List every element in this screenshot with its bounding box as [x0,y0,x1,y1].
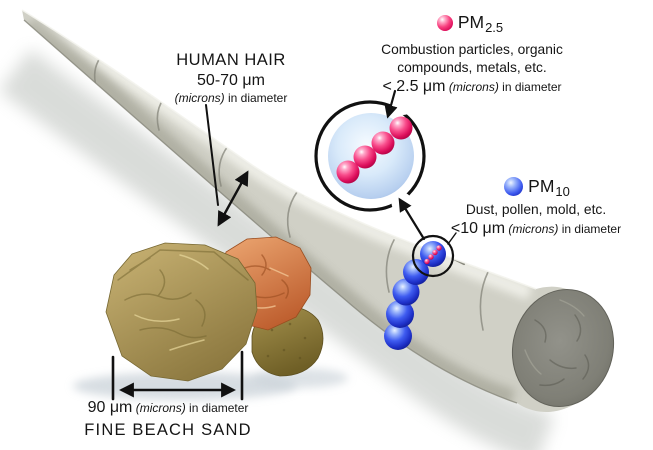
human-hair-microns: (microns) [174,90,225,105]
pm10-sphere [403,259,429,285]
pm10-diameter: in diameter [558,221,622,236]
pm25-cluster [336,116,413,184]
hair-measure-arrow [217,170,249,227]
sand-diameter: in diameter [185,401,249,415]
pm10-size-note: <10 μm (microns) in diameter [425,219,647,239]
pm10-sphere-chain [384,234,455,350]
annotations [111,89,457,401]
pm10-subscript: 10 [555,184,570,199]
pm25-on-pm10-cluster [424,245,442,265]
pm25-particle [353,145,377,169]
pm25-size: < 2.5 μm [382,77,446,95]
human-hair-diameter: in diameter [224,90,288,105]
sand-microns: (microns) [135,401,186,415]
pm25-subscript: 2.5 [485,20,504,35]
pm25-dot-icon [436,15,453,31]
sand-title: FINE BEACH SAND [84,421,252,439]
small-circle-ring [411,234,455,278]
human-hair-title: HUMAN HAIR [176,51,286,69]
pm25-name: PM [457,12,485,32]
pm10-microns: (microns) [508,221,559,236]
pm25-particle [389,116,413,140]
pm25-particle [336,160,360,184]
pm25-particle [371,131,395,155]
pm25-description: Combustion particles, organic compounds,… [362,41,582,97]
pm25-legend: PM2.5 [385,12,555,35]
pm25-desc-line2: compounds, metals, etc. [397,59,547,75]
pm25-size-note: < 2.5 μm (microns) in diameter [362,77,582,97]
pm10-description: Dust, pollen, mold, etc. <10 μm (microns… [425,201,647,239]
magnifier-circle [314,91,426,214]
pm25-desc-line1: Combustion particles, organic [381,42,563,57]
human-hair-size: 50-70 μm [197,71,265,89]
sand-grains [105,236,324,382]
pm10-sphere [386,300,414,328]
pm10-legend: PM10 [452,176,622,199]
hair-cut-face [511,288,615,408]
pm10-size: <10 μm [450,219,506,237]
pm10-name: PM [528,176,555,196]
magnifier-pointer-arrow [398,197,426,241]
pm10-sphere [392,278,420,306]
hair-measure-connector [205,104,219,206]
sand-size-note: 90 μm (microns) in diameter [70,398,266,418]
pm25-diameter: in diameter [498,79,562,94]
pm10-dot-icon [504,177,524,196]
pm10-connector-line [447,232,457,245]
human-hair-note: (microns) in diameter [128,91,334,106]
pm10-desc-line: Dust, pollen, mold, etc. [465,202,607,217]
sand-label: 90 μm (microns) in diameter FINE BEACH S… [70,398,266,441]
pm10-sphere [384,322,412,350]
human-hair-label: HUMAN HAIR 50-70 μm (microns) in diamete… [128,50,334,106]
sand-grain-left [105,242,258,382]
pm25-microns: (microns) [448,79,499,94]
sand-size: 90 μm [87,399,133,416]
pm25-pointer-arrow [384,89,398,119]
